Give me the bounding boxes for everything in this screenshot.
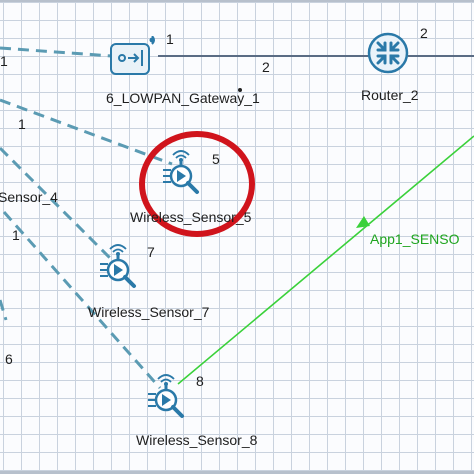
app-flow-label[interactable]: App1_SENSO: [370, 231, 460, 247]
wireless-link-gateway-sensor5[interactable]: [0, 98, 173, 166]
sensor-7-id: 7: [147, 244, 155, 260]
link-number-left-2: 1: [12, 227, 20, 243]
gateway-node[interactable]: [108, 35, 160, 78]
gateway-label: 6_LOWPAN_Gateway_1: [106, 90, 260, 106]
gateway-icon: [110, 35, 155, 75]
canvas-bottom-border: [0, 471, 474, 474]
wireless-sensor-icon: [98, 243, 136, 288]
wireless-link-gateway-left[interactable]: [0, 46, 113, 58]
wireless-link-sensor4-sensor7[interactable]: [0, 146, 114, 262]
wireless-sensor-icon: [161, 149, 199, 194]
sensor-7-label: Wireless_Sensor_7: [88, 304, 210, 320]
wireless-sensor-icon: [146, 373, 184, 418]
wireless-sensor-8-node[interactable]: [145, 373, 187, 420]
app-flow-arrowhead: [356, 216, 370, 228]
link-number-gateway-router: 2: [262, 59, 270, 75]
highlight-circle: [139, 131, 255, 237]
link-number-left-6: 6: [5, 351, 13, 367]
router-port-number: 2: [420, 25, 428, 41]
wireless-sensor-7-node[interactable]: [97, 243, 139, 290]
sensor-8-id: 8: [196, 373, 204, 389]
link-number-left-1: 1: [18, 116, 26, 132]
cursor-dot: [238, 88, 242, 92]
wireless-sensor-5-node[interactable]: [160, 149, 202, 196]
wireless-link-sensor4-sensor8[interactable]: [2, 211, 162, 389]
router-label: Router_2: [361, 87, 419, 103]
sensor-5-label: Wireless_Sensor_5: [130, 209, 252, 225]
router-node[interactable]: [366, 31, 410, 75]
app-flow-line[interactable]: [177, 135, 474, 385]
sensor-4-label: Sensor_4: [0, 189, 58, 205]
sensor-8-label: Wireless_Sensor_8: [136, 432, 258, 448]
sensor-5-id: 5: [212, 151, 220, 167]
gateway-port-number: 1: [166, 31, 174, 47]
wireless-link-sensor6[interactable]: [0, 299, 8, 321]
router-icon: [367, 32, 409, 74]
canvas-top-border: [0, 0, 474, 2]
link-number-top-left: 1: [0, 53, 8, 69]
